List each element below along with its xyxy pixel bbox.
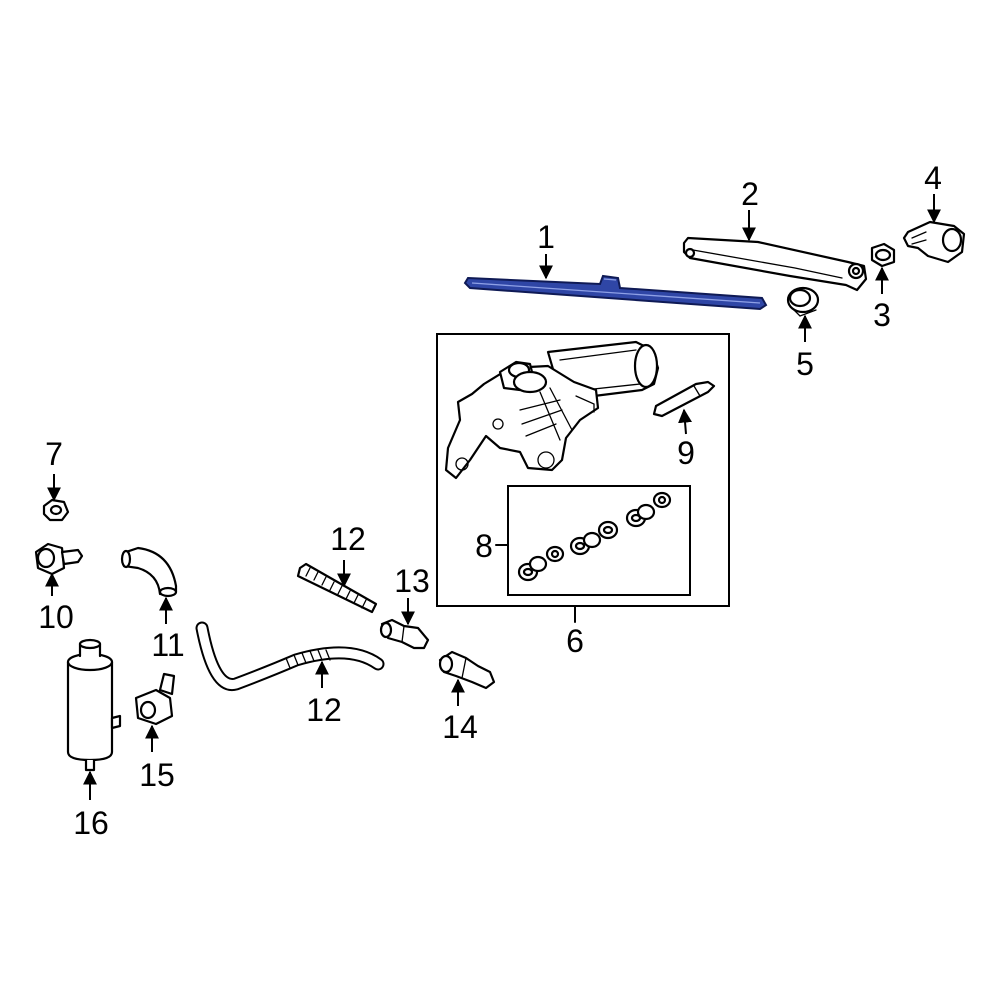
- part-4-cap[interactable]: [902, 220, 966, 264]
- part-7-nut[interactable]: [42, 498, 70, 522]
- callout-11: 11: [151, 627, 184, 663]
- callout-1: 1: [537, 219, 555, 255]
- part-6-motor-assembly-box[interactable]: [436, 333, 730, 607]
- part-8-bushing-kit-box[interactable]: [507, 485, 691, 596]
- callout-6: 6: [566, 623, 584, 659]
- part-10-nozzle[interactable]: [34, 542, 84, 576]
- part-1-wiper-blade[interactable]: [463, 274, 768, 311]
- part-12-washer-hose[interactable]: [195, 621, 385, 691]
- callout-7: 7: [45, 436, 63, 472]
- callout-4: 4: [924, 160, 942, 196]
- callout-14: 14: [442, 709, 478, 745]
- callout-16: 16: [73, 805, 109, 841]
- callout-15: 15: [139, 757, 175, 793]
- part-15-pump-seal[interactable]: [134, 672, 176, 726]
- part-14-check-valve[interactable]: [438, 650, 496, 690]
- callout-2: 2: [741, 176, 759, 212]
- part-9-pivot-pin[interactable]: [652, 380, 716, 418]
- callout-10: 10: [38, 599, 74, 635]
- part-12-hose-segment[interactable]: [296, 562, 378, 614]
- wiper-motor[interactable]: [444, 340, 660, 480]
- callout-3: 3: [873, 297, 891, 333]
- callout-13: 13: [394, 563, 430, 599]
- callout-9-leader: [678, 408, 693, 435]
- callout-5: 5: [796, 346, 814, 382]
- callout-12b: 12: [306, 692, 342, 728]
- part-16-washer-pump[interactable]: [66, 638, 122, 772]
- part-5-grommet[interactable]: [786, 286, 820, 317]
- callout-8: 8: [475, 528, 493, 564]
- bushing-kit[interactable]: [517, 491, 672, 582]
- part-11-elbow-hose[interactable]: [120, 546, 178, 598]
- part-2-wiper-arm[interactable]: [682, 236, 868, 292]
- part-13-connector[interactable]: [379, 618, 430, 650]
- callout-12a: 12: [330, 521, 366, 557]
- callout-9: 9: [677, 435, 695, 471]
- part-3-nut[interactable]: [870, 242, 896, 268]
